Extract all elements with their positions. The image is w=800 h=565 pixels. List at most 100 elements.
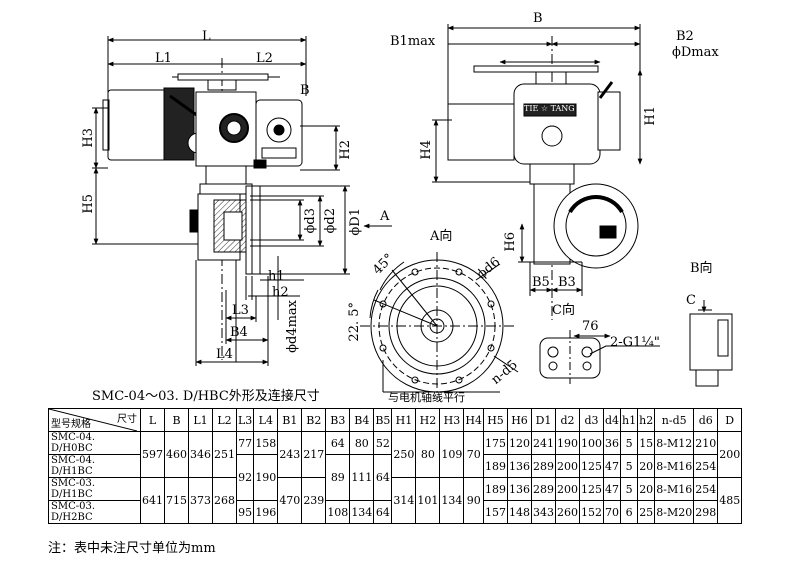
col-header: D [717,408,743,432]
col-header: L2 [212,408,237,432]
cell-L: 597 [140,431,165,478]
cell-B3: 64 [325,431,351,455]
model-cell: SMC-03. D/H1BC [48,477,141,501]
cell-H1: 314 [391,477,417,524]
col-header: L1 [188,408,213,432]
cell-n-d5: 8-M12 [654,431,695,455]
cell-L4: 158 [253,431,279,455]
cell-L2: 251 [212,431,237,478]
a-view-note: 与电机轴线平行 [388,391,465,404]
dim-D1: ϕD1 [348,208,363,236]
col-header: B2 [301,408,327,432]
dim-h1: h1 [268,269,285,284]
table-row: SMC-04. D/H1BC 92 190 89 111 64 189 136 … [48,454,742,501]
dim-d3: ϕd3 [303,208,318,234]
col-header: B3 [325,408,351,432]
dim-H5: H5 [81,194,96,214]
dim-B1max: B1max [390,34,436,49]
dim-L4: L4 [216,347,233,362]
dim-B3: B3 [558,275,576,290]
b-view-title: B向 [690,261,713,276]
table-row: SMC-04. D/H0BC 597 460 346 251 77 158 24… [48,431,743,478]
arrow-A-label: A [380,209,390,224]
cell-H4: 90 [463,477,484,524]
cell-d6: 298 [693,500,719,524]
cell-H4: 70 [463,431,484,478]
cell-H5: 175 [483,431,508,455]
col-header: d4 [602,408,622,432]
cell-D1: 289 [531,477,556,501]
cell-d4: 47 [602,477,622,501]
cell-D1: 343 [531,500,556,524]
dimension-table: 尺寸 型号规格 L B L1 L2 L3 L4 B1 B2 B3 B4 B5 H… [48,408,743,524]
dim-L3: L3 [232,303,249,318]
dim-L2: L2 [256,51,273,66]
cell-h1: 5 [620,477,639,501]
corner-bottom-label: 型号规格 [51,419,91,430]
cell-d4: 36 [602,431,622,455]
dim-h2: h2 [272,285,289,300]
cell-L: 641 [140,477,165,524]
cell-h2: 20 [637,477,656,501]
col-header: H2 [415,408,441,432]
dim-d2: ϕd2 [323,208,338,234]
cell-L1: 346 [188,431,213,478]
dim-H3: H3 [81,128,96,148]
model-cell: SMC-03. D/H2BC [48,500,141,524]
cell-B2: 217 [301,431,327,478]
cell-d2: 260 [555,500,580,524]
side-view [432,24,643,320]
table-corner: 尺寸 型号规格 [48,408,141,432]
footnote: 注：表中未注尺寸单位为mm [48,541,216,556]
col-header: h1 [620,408,639,432]
dim-B4: B4 [230,325,248,340]
cell-B4: 134 [349,500,375,524]
label-B-front: B [300,83,310,98]
cell-L2: 268 [212,477,237,524]
cell-H6: 136 [507,477,532,501]
col-header: H3 [439,408,465,432]
cell-B4: 80 [349,431,375,455]
cell-n-d5: 8-M16 [654,477,695,501]
cell-d4: 47 [602,454,622,478]
col-header: h2 [637,408,656,432]
cell-d2: 200 [555,477,580,501]
cell-h2: 15 [637,431,656,455]
table-row: SMC-03. D/H2BC 95 196 108 134 64 157 148… [48,500,742,524]
cell-D1: 289 [531,454,556,478]
cell-L3: 77 [235,431,255,455]
col-header: L [140,408,165,432]
cell-d3: 125 [579,477,604,501]
dim-H1: H1 [643,106,658,126]
col-header: L3 [235,408,255,432]
col-header: B5 [373,408,393,432]
col-header: H1 [391,408,417,432]
col-header: B [164,408,189,432]
cell-d3: 152 [579,500,604,524]
cell-H1: 250 [391,431,417,478]
cell-d6: 254 [693,454,719,478]
dim-76: 76 [582,319,599,334]
dim-B2: B2 [676,29,694,44]
cell-H6: 136 [507,454,532,478]
cell-h1: 6 [620,500,639,524]
col-header: H5 [483,408,508,432]
cell-D1: 241 [531,431,556,455]
corner-top-label: 尺寸 [117,414,137,425]
cell-H2: 80 [415,431,441,478]
angle-22-5: 22. 5° [347,302,362,342]
a-view-title: A向 [430,229,453,244]
col-header: H6 [507,408,532,432]
model-cell: SMC-04. D/H1BC [48,454,141,478]
cell-B1: 243 [277,431,303,478]
c-view [539,330,660,384]
cell-d3: 100 [579,431,604,455]
cell-L4: 196 [253,500,279,524]
dim-B-side: B [533,11,543,26]
cell-H3: 134 [439,477,465,524]
dim-Dmax: ϕDmax [672,45,719,60]
cell-B3: 108 [325,500,351,524]
col-header: d2 [555,408,580,432]
dim-H6: H6 [503,232,518,252]
